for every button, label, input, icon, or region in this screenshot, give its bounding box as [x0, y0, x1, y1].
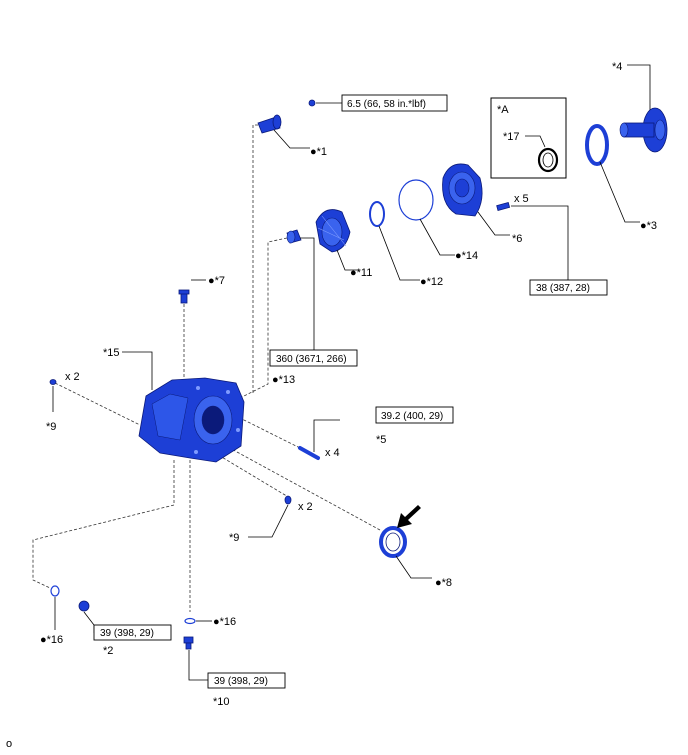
- plug-part-10: 39 (398, 29) *10: [183, 636, 286, 708]
- cover-part-6: *6: [442, 163, 522, 245]
- o-ring-17-icon: [537, 147, 559, 173]
- callout-10: *10: [213, 696, 230, 708]
- torque-spec-1: 6.5 (66, 58 in.*lbf): [308, 94, 448, 112]
- callout-3: ●*3: [640, 220, 657, 232]
- callout-6: *6: [512, 233, 522, 245]
- callout-11: ●*11: [350, 267, 372, 279]
- callout-4: *4: [612, 61, 622, 73]
- bolts-part-6-group: x 5 38 (387, 28): [496, 193, 608, 296]
- torque-6-text: 38 (387, 28): [536, 283, 590, 294]
- shaft-flange-part-4: *4: [612, 61, 668, 153]
- callout-13: ●*13: [272, 374, 295, 386]
- callout-9-upper: *9: [46, 421, 56, 433]
- ring-part-12: ●*12: [369, 201, 443, 288]
- figure-id: o: [6, 738, 12, 750]
- gasket-part-14: ●*14: [398, 179, 478, 262]
- quantity-bolts-6: x 5: [514, 193, 529, 205]
- legend-box-a: *A *17: [490, 97, 567, 179]
- callout-14: ●*14: [455, 250, 478, 262]
- callout-8: ●*8: [435, 577, 452, 589]
- torque-2-text: 39 (398, 29): [100, 628, 154, 639]
- install-direction-arrow-icon: [397, 505, 421, 528]
- legend-item-17-label: *17: [503, 131, 520, 143]
- callout-12: ●*12: [420, 276, 443, 288]
- quantity-bolts-9-lower: x 2: [298, 501, 313, 513]
- gasket-part-16-left: ●*16: [40, 585, 63, 646]
- torque-1-text: 6.5 (66, 58 in.*lbf): [347, 99, 426, 110]
- transfer-case-part-15: *15: [103, 347, 245, 463]
- quantity-bolts-9-upper: x 2: [65, 371, 80, 383]
- assembly-guide-lines: [32, 124, 381, 612]
- torque-10-text: 39 (398, 29): [214, 676, 268, 687]
- callout-15: *15: [103, 347, 120, 359]
- seal-ring-part-3: ●*3: [585, 124, 657, 232]
- nut-part-13: 360 (3671, 266) ●*13: [269, 229, 358, 386]
- torque-5-text: 39.2 (400, 29): [381, 411, 443, 422]
- oil-seal-part-8: ●*8: [379, 505, 452, 589]
- plug-part-2: 39 (398, 29) *2: [78, 600, 172, 657]
- callout-2: *2: [103, 645, 113, 657]
- gasket-part-16-center: ●*16: [184, 616, 236, 628]
- bolts-part-9-upper: x 2 *9: [46, 371, 80, 433]
- callout-16-left: ●*16: [40, 634, 63, 646]
- callout-9-lower: *9: [229, 532, 239, 544]
- gear-part-11: ●*11: [315, 209, 372, 279]
- legend-box-title: *A: [497, 104, 509, 116]
- callout-1: ●*1: [310, 146, 327, 158]
- stud-bolts-part-5: x 4 39.2 (400, 29) *5: [298, 406, 454, 460]
- bolts-part-9-lower: x 2 *9: [229, 495, 313, 544]
- callout-5: *5: [376, 434, 386, 446]
- torque-11-text: 360 (3671, 266): [276, 354, 347, 365]
- quantity-bolts-5: x 4: [325, 447, 340, 459]
- sensor-part-1: ●*1: [257, 114, 327, 158]
- callout-7: ●*7: [208, 275, 225, 287]
- callout-16-center: ●*16: [213, 616, 236, 628]
- plug-part-7: ●*7: [178, 275, 225, 304]
